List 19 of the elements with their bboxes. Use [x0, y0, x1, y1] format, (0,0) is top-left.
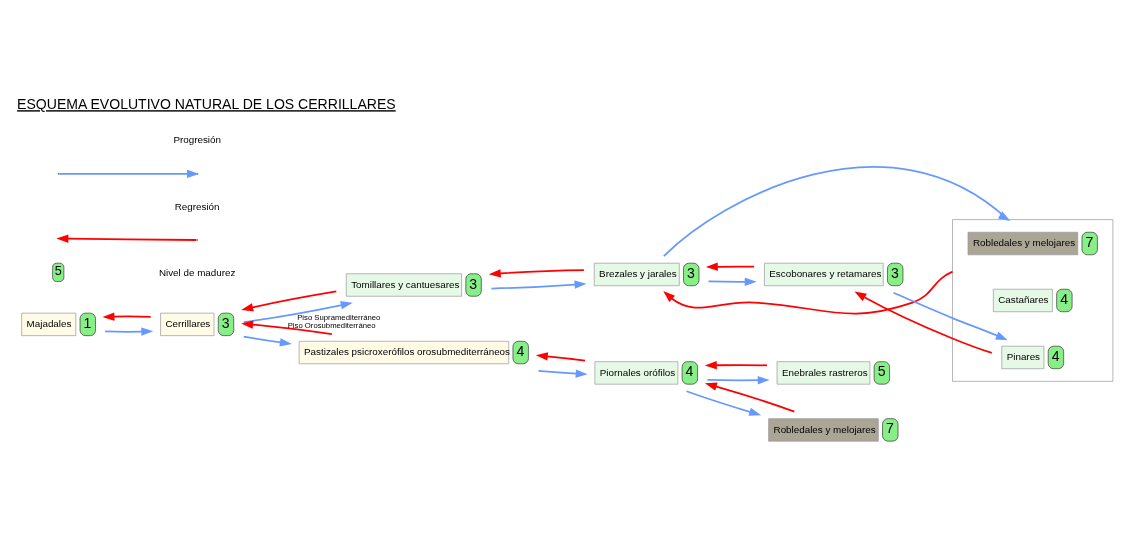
node-label: 3 [221, 314, 230, 331]
legend-label: Nivel de madurez [158, 266, 236, 278]
node-label: 3 [891, 264, 899, 281]
node-label: 3 [469, 275, 478, 292]
node-label: 4 [1051, 347, 1060, 364]
node-label: 4 [685, 363, 694, 380]
node-label: 4 [1060, 291, 1068, 307]
edge-label: Piso Orosubmediterráneo [287, 321, 376, 331]
legend-label: Progresión [173, 134, 221, 146]
edge-label: Piso Supramediterráneo [297, 312, 381, 322]
node-label: 7 [1085, 234, 1094, 251]
label: 5 [54, 264, 62, 279]
node-label: 5 [877, 363, 886, 380]
diagram-title: ESQUEMA EVOLUTIVO NATURAL DE LOS CERRILLARES [17, 96, 396, 113]
legend-label: Regresión [174, 200, 220, 212]
node-label: 1 [83, 314, 92, 331]
node-label: 4 [516, 343, 525, 360]
node-label: 3 [687, 264, 695, 281]
node-label: 7 [886, 420, 894, 437]
